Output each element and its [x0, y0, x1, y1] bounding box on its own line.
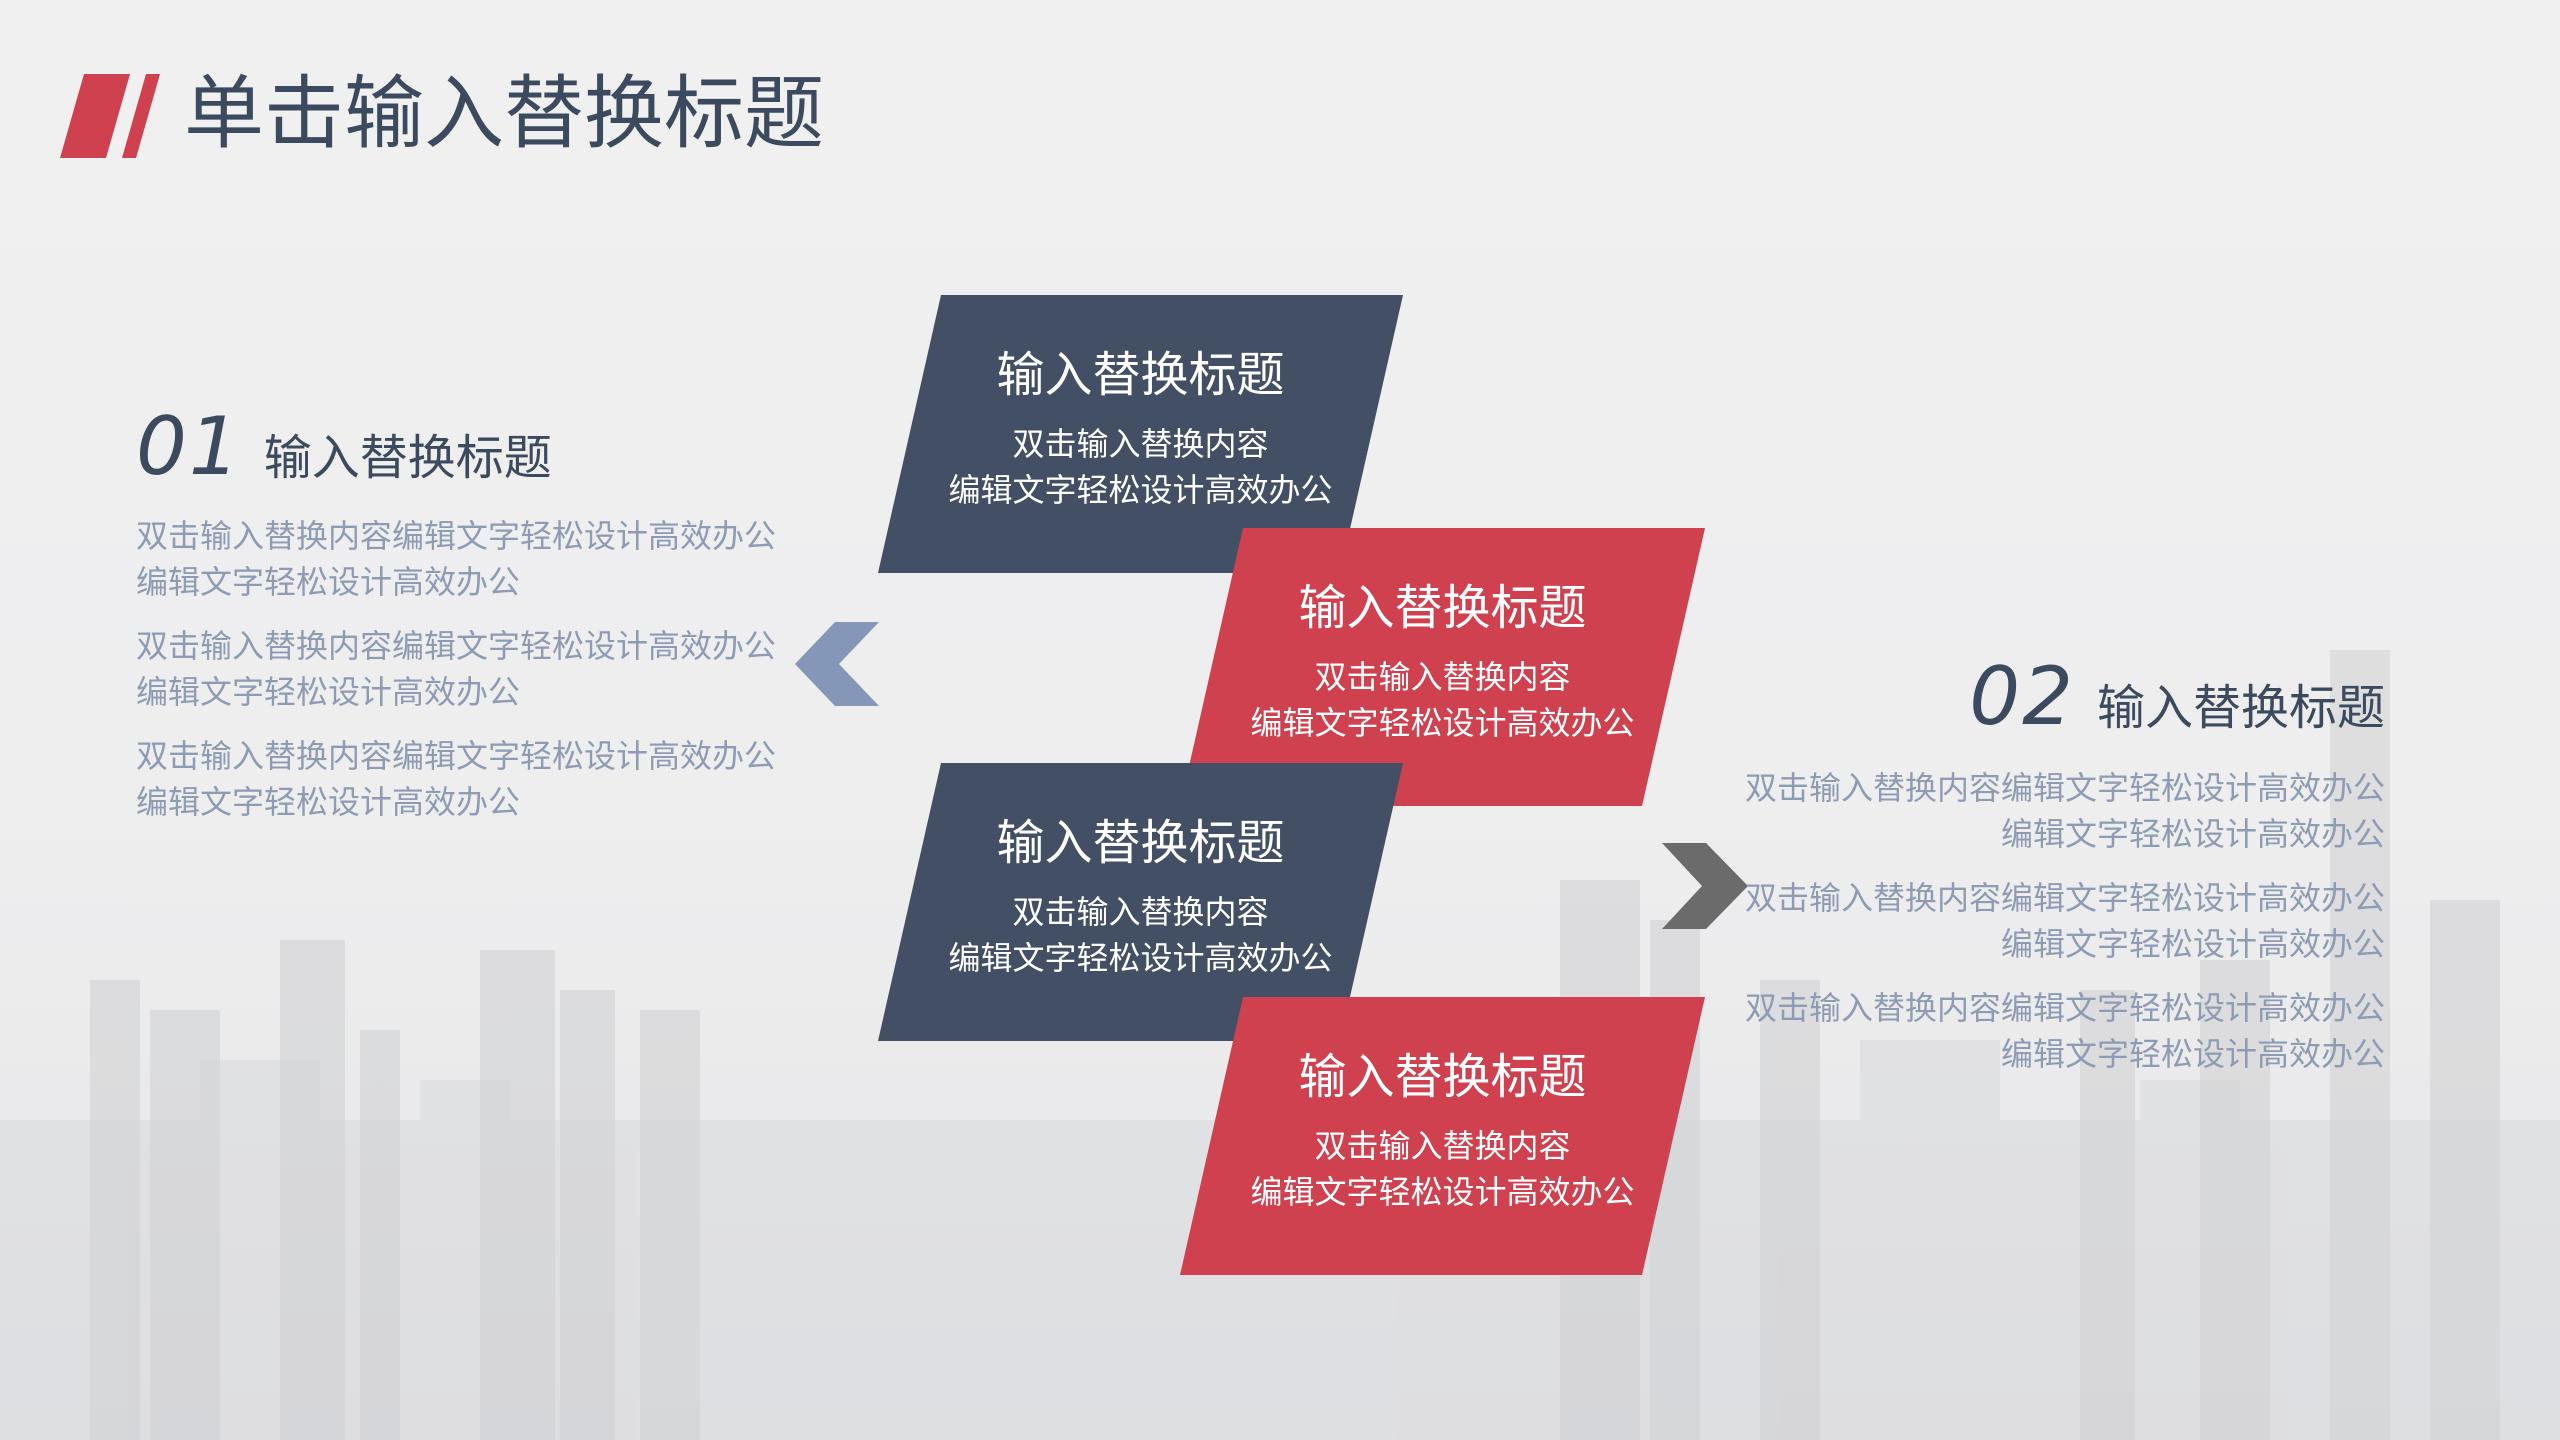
card-3-line-2: 编辑文字轻松设计高效办公	[948, 939, 1333, 977]
right-paragraph-3-line-2: 编辑文字轻松设计高效办公	[2000, 1035, 2385, 1073]
left-paragraph-3-line-2: 编辑文字轻松设计高效办公	[136, 783, 521, 821]
card-2-line-2: 编辑文字轻松设计高效办公	[1250, 704, 1635, 742]
left-number: 01	[136, 400, 242, 493]
card-3-line-1: 双击输入替换内容	[1012, 893, 1269, 931]
card-3[interactable]: 输入替换标题 双击输入替换内容 编辑文字轻松设计高效办公	[878, 763, 1403, 1041]
left-title[interactable]: 输入替换标题	[263, 430, 552, 486]
slash-stripes-icon	[60, 74, 160, 158]
left-paragraph-2[interactable]: 双击输入替换内容编辑文字轻松设计高效办公 编辑文字轻松设计高效办公	[136, 623, 796, 715]
right-paragraph-1-line-1: 双击输入替换内容编辑文字轻松设计高效办公	[1744, 769, 2385, 807]
card-4-line-2: 编辑文字轻松设计高效办公	[1250, 1173, 1635, 1211]
left-paragraph-1-line-1: 双击输入替换内容编辑文字轻松设计高效办公	[136, 517, 777, 555]
right-paragraph-3-line-1: 双击输入替换内容编辑文字轻松设计高效办公	[1744, 989, 2385, 1027]
card-1-line-1: 双击输入替换内容	[1012, 425, 1269, 463]
card-4-line-1: 双击输入替换内容	[1314, 1127, 1571, 1165]
left-heading: 01 输入替换标题	[136, 400, 796, 493]
right-paragraph-1-line-2: 编辑文字轻松设计高效办公	[2000, 815, 2385, 853]
left-paragraph-1-line-2: 编辑文字轻松设计高效办公	[136, 563, 521, 601]
left-paragraph-1[interactable]: 双击输入替换内容编辑文字轻松设计高效办公 编辑文字轻松设计高效办公	[136, 513, 796, 605]
right-paragraph-2-line-2: 编辑文字轻松设计高效办公	[2000, 925, 2385, 963]
card-1-line-2: 编辑文字轻松设计高效办公	[948, 471, 1333, 509]
card-2-line-1: 双击输入替换内容	[1314, 658, 1571, 696]
right-title[interactable]: 输入替换标题	[2096, 680, 2385, 736]
right-number: 02	[1969, 650, 2075, 743]
card-1[interactable]: 输入替换标题 双击输入替换内容 编辑文字轻松设计高效办公	[878, 295, 1403, 573]
right-paragraph-3[interactable]: 双击输入替换内容编辑文字轻松设计高效办公 编辑文字轻松设计高效办公	[1720, 985, 2385, 1077]
left-paragraph-3-line-1: 双击输入替换内容编辑文字轻松设计高效办公	[136, 737, 777, 775]
card-1-title: 输入替换标题	[996, 347, 1285, 403]
left-paragraph-3[interactable]: 双击输入替换内容编辑文字轻松设计高效办公 编辑文字轻松设计高效办公	[136, 733, 796, 825]
card-2[interactable]: 输入替换标题 双击输入替换内容 编辑文字轻松设计高效办公	[1180, 528, 1705, 806]
left-paragraph-2-line-2: 编辑文字轻松设计高效办公	[136, 673, 521, 711]
right-paragraph-2[interactable]: 双击输入替换内容编辑文字轻松设计高效办公 编辑文字轻松设计高效办公	[1720, 875, 2385, 967]
left-info-block: 01 输入替换标题 双击输入替换内容编辑文字轻松设计高效办公 编辑文字轻松设计高效…	[136, 400, 796, 843]
right-paragraph-1[interactable]: 双击输入替换内容编辑文字轻松设计高效办公 编辑文字轻松设计高效办公	[1720, 765, 2385, 857]
chevron-right-icon	[1662, 843, 1748, 929]
card-4-title: 输入替换标题	[1298, 1049, 1587, 1105]
left-paragraph-2-line-1: 双击输入替换内容编辑文字轻松设计高效办公	[136, 627, 777, 665]
right-heading: 02 输入替换标题	[1720, 650, 2385, 743]
card-3-title: 输入替换标题	[996, 815, 1285, 871]
card-4[interactable]: 输入替换标题 双击输入替换内容 编辑文字轻松设计高效办公	[1180, 997, 1705, 1275]
chevron-left-icon	[795, 622, 879, 706]
right-paragraph-2-line-1: 双击输入替换内容编辑文字轻松设计高效办公	[1744, 879, 2385, 917]
card-2-title: 输入替换标题	[1298, 580, 1587, 636]
page-title[interactable]: 单击输入替换标题	[184, 67, 824, 160]
right-info-block: 02 输入替换标题 双击输入替换内容编辑文字轻松设计高效办公 编辑文字轻松设计高效…	[1720, 650, 2385, 1095]
